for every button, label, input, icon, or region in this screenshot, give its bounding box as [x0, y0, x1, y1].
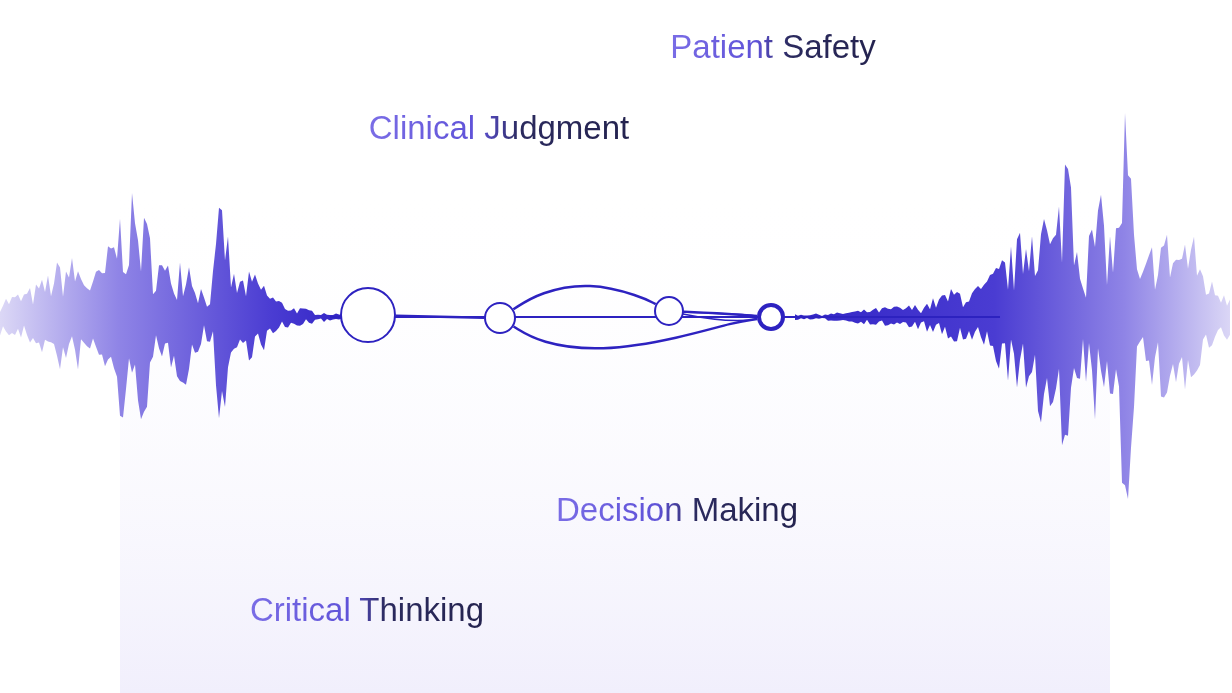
waveform: [0, 193, 345, 419]
waveform: [795, 113, 1230, 499]
circle-shape: [655, 297, 683, 325]
circle-node: Clinical Judgment: [484, 302, 516, 334]
connector: [396, 316, 484, 318]
circle-node: Decision Making: [654, 296, 684, 326]
node-label: Patient Safety: [670, 27, 875, 67]
circle-outline: [654, 296, 684, 326]
circle-outline: [757, 303, 785, 331]
circle-shape: [759, 305, 783, 329]
connector: [684, 312, 757, 316]
circle-node: Patient Safety: [757, 303, 785, 331]
circle-shape: [485, 303, 515, 333]
node-label: Decision Making: [556, 490, 798, 530]
background-glow: [120, 180, 1110, 693]
connector: [513, 286, 655, 309]
waveform-group: [0, 113, 1230, 499]
connector: [514, 319, 758, 348]
leader-line: [668, 327, 670, 470]
node-label: Clinical Judgment: [369, 108, 629, 148]
circle-shape: [341, 288, 395, 342]
leader-line: [498, 170, 500, 301]
node-label: Critical Thinking: [250, 590, 484, 630]
circle-outline: [484, 302, 516, 334]
circle-node: Critical Thinking: [340, 287, 396, 343]
leader-line: [770, 73, 772, 302]
circle-outline: [340, 287, 396, 343]
leader-line: [367, 346, 369, 572]
